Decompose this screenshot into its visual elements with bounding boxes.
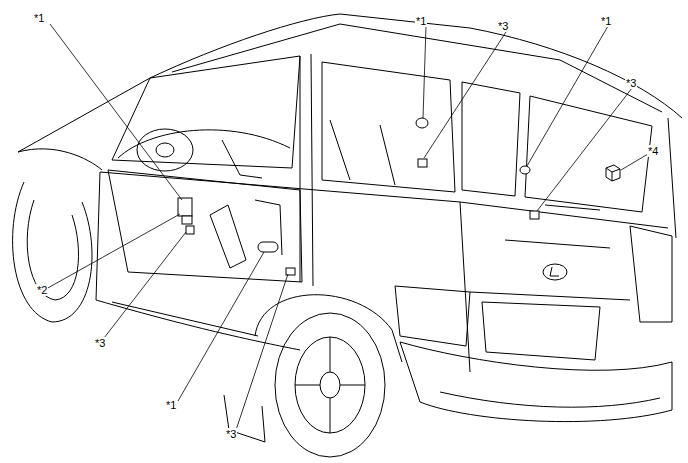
callout-number: *1 — [600, 15, 612, 27]
component-symbols — [178, 118, 620, 275]
callout-number: *3 — [497, 20, 509, 32]
callout-number: *1 — [415, 15, 427, 27]
callout-number: *3 — [225, 428, 237, 440]
callout-number: *2 — [36, 284, 48, 296]
callout-number: *1 — [33, 12, 45, 24]
vehicle-body — [13, 14, 682, 457]
callout-number: *4 — [647, 145, 659, 157]
callout-number: *3 — [94, 337, 106, 349]
callout-number: *3 — [625, 77, 637, 89]
callout-number: *1 — [165, 399, 177, 411]
leader-lines — [46, 24, 648, 430]
